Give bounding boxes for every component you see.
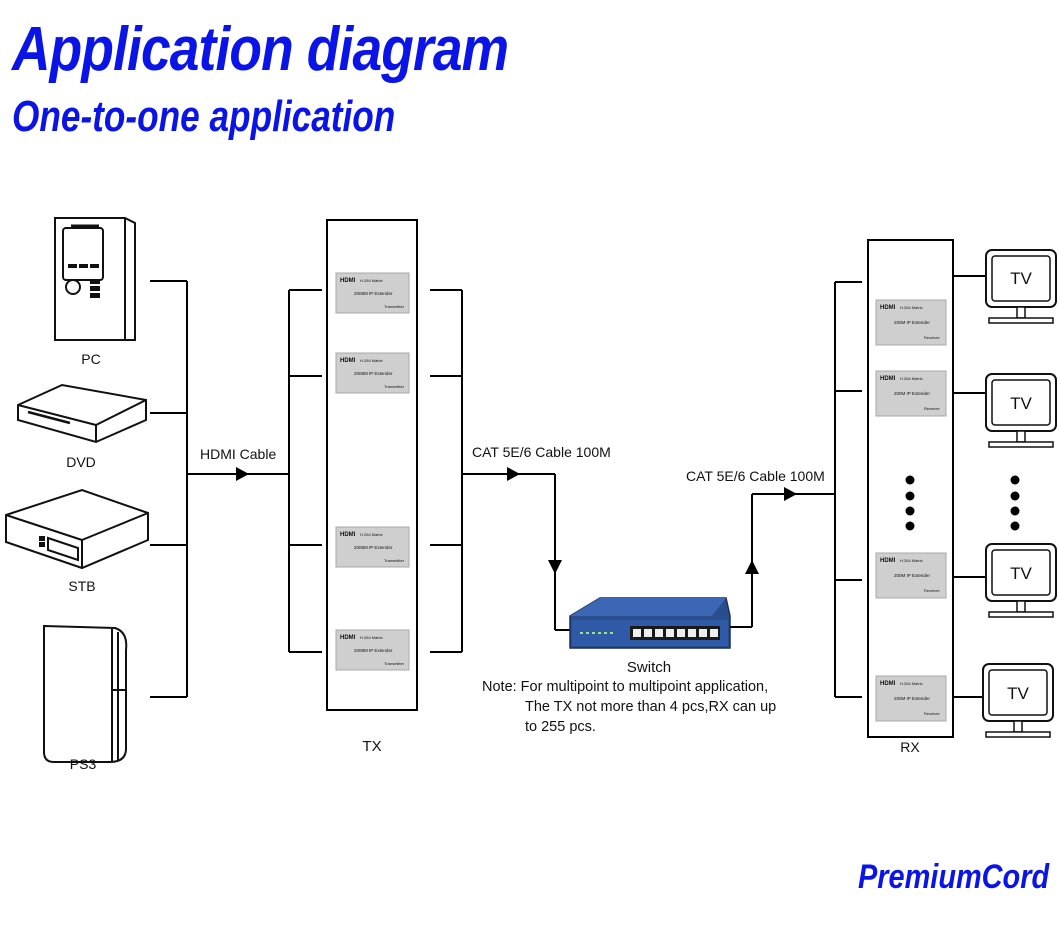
cat-rx-arrow (784, 487, 797, 501)
tx-unit-3 (335, 526, 410, 568)
tv-label-1: TV (1010, 269, 1032, 288)
switch-up-arrow (745, 560, 759, 574)
source-label-dvd: DVD (66, 454, 96, 470)
rx-unit-3 (875, 552, 947, 599)
tx-input-bus (288, 289, 322, 653)
rx-link-lines (730, 493, 835, 628)
source-bus-lines (150, 280, 289, 698)
set-top-box-icon (5, 488, 149, 570)
tx-output-bus (430, 289, 570, 653)
switch-note-line-1: Note: For multipoint to multipoint appli… (482, 679, 768, 695)
switch-note-line-2: The TX not more than 4 pcs,RX can up (525, 699, 776, 715)
tv-label-4: TV (1007, 684, 1029, 703)
tv-label-3: TV (1010, 564, 1032, 583)
tv-more-dots (1010, 475, 1020, 531)
source-label-stb: STB (68, 578, 95, 594)
network-switch-icon (569, 597, 731, 649)
dvd-player-icon (17, 383, 147, 444)
rx-unit-4 (875, 675, 947, 722)
cat-rx-cable-label: CAT 5E/6 Cable 100M (686, 468, 825, 484)
cat-tx-cable-label: CAT 5E/6 Cable 100M (472, 444, 611, 460)
brand-logo-text: PremiumCord (858, 858, 1050, 896)
tx-unit-1 (335, 272, 410, 314)
tx-unit-2 (335, 352, 410, 394)
rx-more-units-dots (905, 475, 915, 531)
cat-tx-arrow (507, 467, 520, 481)
tv-label-2: TV (1010, 394, 1032, 413)
rx-input-bus (834, 281, 862, 698)
switch-note-line-3: to 255 pcs. (525, 719, 596, 735)
source-label-pc: PC (81, 351, 100, 367)
rx-unit-2 (875, 370, 947, 417)
rx-output-lines (953, 275, 988, 698)
tx-label: TX (362, 738, 381, 755)
tx-unit-4 (335, 629, 410, 671)
switch-down-arrow (548, 560, 562, 574)
hdmi-cable-label: HDMI Cable (200, 446, 276, 462)
rx-unit-1 (875, 299, 947, 346)
pc-tower-icon (54, 217, 136, 341)
source-label-ps3: PS3 (70, 756, 97, 772)
ps3-console-icon (43, 624, 128, 763)
hdmi-arrow (236, 467, 249, 481)
rx-label: RX (900, 739, 920, 755)
switch-label: Switch (627, 659, 671, 676)
page-title: Application diagram (12, 15, 509, 84)
page-subtitle: One-to-one application (12, 92, 396, 141)
